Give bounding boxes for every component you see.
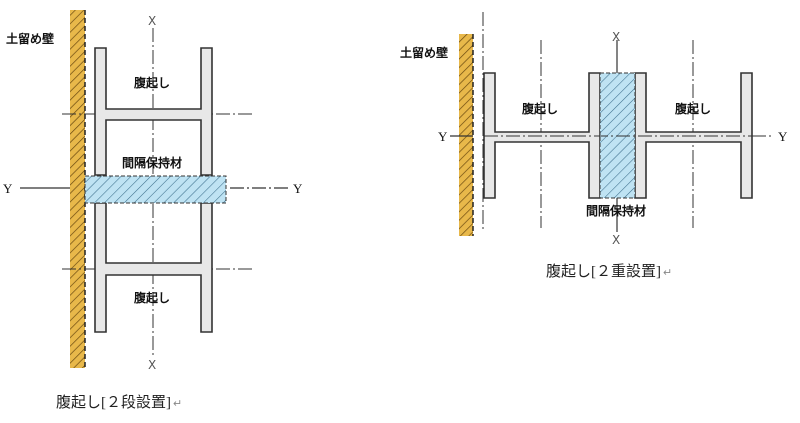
left-caption-text: 腹起し[２段設置]	[56, 394, 171, 411]
left-wall-label: 土留め壁	[6, 31, 54, 46]
right-y-label-left: Y	[438, 129, 448, 144]
left-caption: 腹起し[２段設置]↵	[56, 394, 182, 411]
left-lower-waler-label: 腹起し	[134, 290, 170, 305]
right-right-waler-label: 腹起し	[675, 101, 711, 116]
right-x-label-bottom: X	[612, 233, 620, 247]
left-caption-return-mark: ↵	[173, 398, 182, 410]
left-x-label-top: X	[148, 14, 156, 28]
right-y-label-right: Y	[778, 129, 788, 144]
left-y-label-right: Y	[293, 181, 303, 196]
left-upper-waler-label: 腹起し	[134, 75, 170, 90]
left-lower-waler-section	[94, 202, 213, 333]
left-y-label-left: Y	[3, 181, 13, 196]
left-spacer-member	[84, 175, 227, 204]
right-wall-label: 土留め壁	[400, 45, 448, 60]
left-x-label-bottom: X	[148, 358, 156, 372]
right-left-waler-label: 腹起し	[522, 101, 558, 116]
left-spacer-label: 間隔保持材	[122, 155, 182, 170]
left-retaining-wall	[70, 10, 85, 368]
right-caption-text: 腹起し[２重設置]	[546, 263, 661, 280]
right-spacer-label: 間隔保持材	[586, 203, 646, 218]
right-caption-return-mark: ↵	[663, 267, 672, 279]
right-x-label-top: X	[612, 30, 620, 44]
right-caption: 腹起し[２重設置]↵	[546, 263, 672, 280]
left-upper-waler-section	[94, 47, 213, 176]
left-diagram: 土留め壁 腹起し 腹起し 間隔保持材 Y Y X X 腹起し[２段設置]↵	[3, 10, 303, 411]
right-retaining-wall	[459, 34, 473, 236]
right-diagram: 土留め壁 腹起し 腹起し 間隔保持材 Y Y X X 腹起し[２重設置]↵	[400, 12, 788, 280]
